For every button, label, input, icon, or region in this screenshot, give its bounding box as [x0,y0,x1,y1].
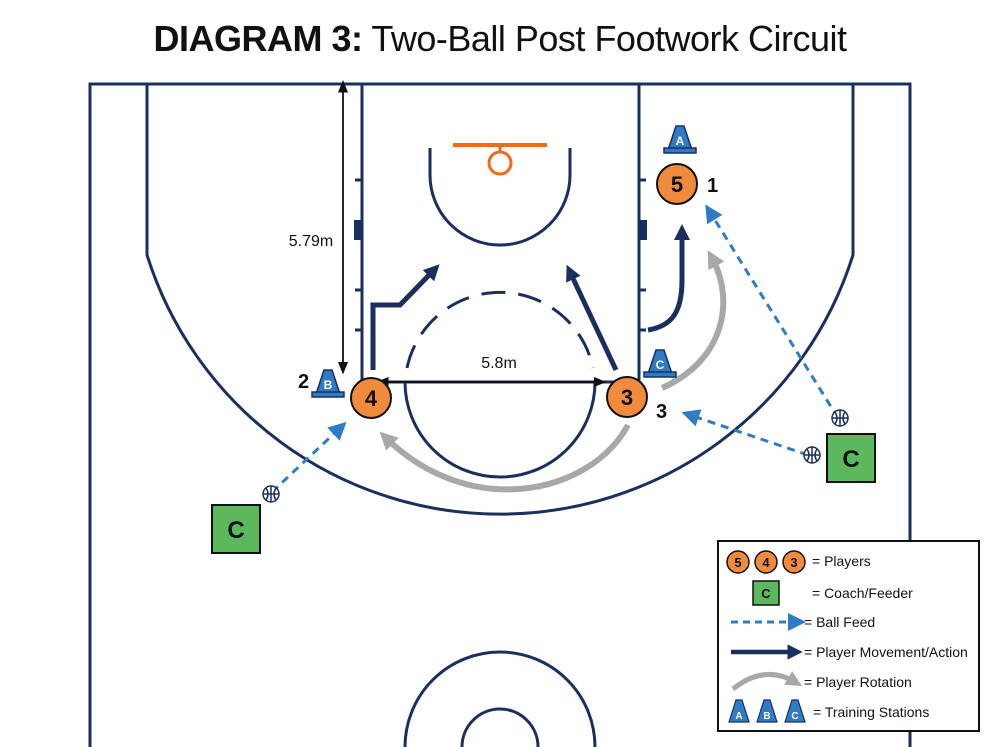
position-label-1: 1 [707,175,718,197]
svg-text:3: 3 [790,555,797,570]
player-5-number: 5 [671,172,683,197]
svg-text:B: B [763,711,770,722]
basketballs [262,409,849,503]
position-label-2: 2 [298,371,309,393]
lane-length-label: 5.79m [289,233,333,250]
ball-feed-to-player-5 [705,204,840,419]
player-rotation-arrows [379,250,727,493]
legend: 5 4 3 C A B C = Players = Coach/Feeder =… [717,540,980,732]
restricted-area-arc [428,148,572,247]
basketball-icon [262,485,280,503]
svg-text:A: A [735,711,742,722]
movement-arrow-player-3 [566,264,619,372]
legend-rotation-icon [731,671,802,691]
player-4: 4 [350,377,392,419]
lane-width-measure: 5.8m [375,355,607,388]
title-bold: DIAGRAM 3: [153,18,364,59]
coach-right: C [826,433,876,483]
cone-station-c: C [643,349,677,378]
legend-symbols: 5 4 3 C A B C [726,550,806,723]
player-4-number: 4 [365,386,378,411]
lane-hash-marks [355,178,646,332]
movement-arrow-player-5 [647,223,691,333]
free-throw-circle-bottom [403,381,597,479]
legend-coach-icon: C [752,580,780,606]
paint-lane [360,82,641,384]
basketball-icon [803,446,821,464]
three-point-line [145,84,855,516]
legend-movement-label: = Player Movement/Action [804,644,968,660]
rim [487,150,513,176]
free-throw-circle-top [405,290,595,369]
lane-width-label: 5.8m [481,355,517,372]
legend-station-icons: A B C [728,699,806,723]
block-mark-right [639,220,647,240]
cone-station-b: B [311,369,345,398]
player-5: 5 [656,163,698,205]
position-label-3: 3 [656,401,667,423]
legend-player-icons: 5 4 3 [726,550,806,574]
basket [453,143,547,176]
rotation-arrow-3-to-5 [660,250,727,391]
ball-feed-to-player-4 [270,421,347,494]
cone-b-label: B [324,378,333,392]
player-movement-arrows [370,223,691,372]
legend-rotation-label: = Player Rotation [804,674,912,690]
legend-coach-label: = Coach/Feeder [812,585,913,601]
legend-stations-label: = Training Stations [813,704,930,720]
page-title: DIAGRAM 3: Two-Ball Post Footwork Circui… [0,18,1000,60]
rotation-arrow-3-to-4 [379,423,631,493]
lane-length-measure: 5.79m [283,79,349,375]
cone-a-label: A [676,134,685,148]
title-rest: Two-Ball Post Footwork Circuit [371,18,847,59]
coach-left-label: C [227,517,244,544]
coach-left: C [211,504,261,554]
movement-arrow-player-4 [370,264,440,370]
player-3-number: 3 [621,385,633,410]
svg-text:C: C [761,586,771,601]
legend-ball-feed-label: = Ball Feed [804,614,876,630]
svg-text:C: C [791,711,798,722]
svg-text:4: 4 [762,555,770,570]
ball-feed-to-player-3 [681,409,809,457]
coach-right-label: C [842,446,859,473]
svg-text:5: 5 [734,555,741,570]
cone-station-a: A [663,125,697,154]
cone-c-label: C [656,358,665,372]
ball-feed-arrows [270,204,840,494]
player-3: 3 [606,376,648,418]
center-circle-inner [460,707,540,747]
legend-players-label: = Players [812,553,871,569]
center-circle [403,650,597,747]
block-mark-left [354,220,362,240]
basketball-icon [831,409,849,427]
